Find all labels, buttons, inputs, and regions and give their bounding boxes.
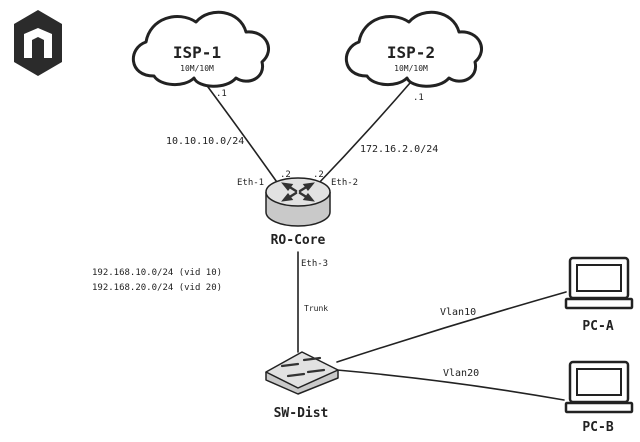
router-icon <box>265 177 331 227</box>
link-switch-pca <box>336 291 567 363</box>
router-label: RO-Core <box>271 233 326 248</box>
switch-label: SW-Dist <box>274 406 329 421</box>
router-ip-1-label: .2 <box>280 170 291 180</box>
cloud-name: ISP-1 <box>173 43 221 62</box>
vlan20-label: Vlan20 <box>443 368 479 379</box>
pc-a-label: PC-A <box>582 319 613 334</box>
pc-b: PC-B <box>564 360 634 435</box>
mikrotik-logo-icon <box>14 10 62 76</box>
router-ip-2-label: .2 <box>313 170 324 180</box>
vlan20-subnet-info: 192.168.20.0/24 (vid 20) <box>92 283 222 293</box>
isp2-subnet-label: 172.16.2.0/24 <box>360 144 438 155</box>
links <box>204 82 567 401</box>
vlan10-subnet-info: 192.168.10.0/24 (vid 10) <box>92 268 222 278</box>
computer-icon <box>564 360 634 414</box>
cloud-icon <box>344 10 483 88</box>
cloud-isp-2: ISP-2 10M/10M <box>344 10 483 88</box>
computer-icon <box>564 256 634 310</box>
cloud-isp-1: ISP-1 10M/10M <box>131 10 270 88</box>
isp1-subnet-label: 10.10.10.0/24 <box>166 136 244 147</box>
eth3-label: Eth-3 <box>301 259 328 269</box>
eth1-label: Eth-1 <box>237 178 264 188</box>
router-ro-core: RO-Core <box>265 177 331 248</box>
cloud-speed: 10M/10M <box>394 64 428 73</box>
pc-a: PC-A <box>564 256 634 334</box>
cloud-name: ISP-2 <box>387 43 435 62</box>
switch-sw-dist: SW-Dist <box>265 351 339 421</box>
eth2-label: Eth-2 <box>331 178 358 188</box>
cloud-speed: 10M/10M <box>180 64 214 73</box>
pc-b-label: PC-B <box>582 420 613 435</box>
cloud-icon <box>131 10 270 88</box>
link-switch-pcb <box>336 369 565 401</box>
vlan10-label: Vlan10 <box>440 307 476 318</box>
link-isp2-router <box>316 82 411 186</box>
link-isp1-router <box>204 82 280 186</box>
switch-icon <box>265 351 339 395</box>
isp1-ip-label: .1 <box>216 89 227 99</box>
isp2-ip-label: .1 <box>413 93 424 103</box>
trunk-label: Trunk <box>304 304 328 313</box>
